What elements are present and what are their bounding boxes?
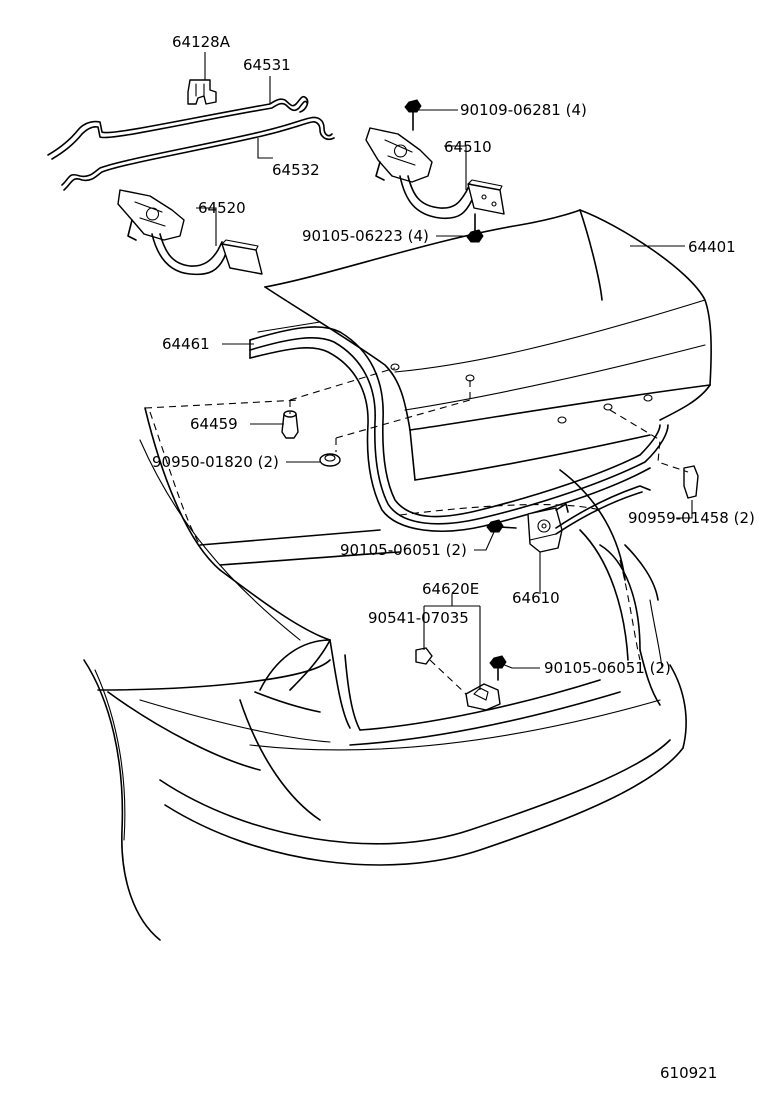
label-90105-06051-lower: 90105-06051 (2)	[544, 659, 671, 677]
label-64459: 64459	[190, 415, 238, 433]
clip-icon	[187, 79, 217, 105]
label-64401: 64401	[688, 238, 736, 256]
label-64461: 64461	[162, 335, 210, 353]
label-64620E: 64620E	[422, 580, 479, 598]
label-64532: 64532	[272, 161, 320, 179]
label-90105-06223: 90105-06223 (4)	[302, 227, 429, 245]
diagram-id: 610921	[660, 1064, 717, 1082]
cushion-icon	[281, 410, 699, 499]
label-64128A: 64128A	[172, 33, 231, 51]
striker-icon	[465, 683, 501, 711]
label-leaders	[196, 52, 693, 690]
weatherstrip-icon	[249, 321, 669, 532]
luggage-lid-icon	[264, 209, 712, 481]
label-64510: 64510	[444, 138, 492, 156]
dashed-leader-lines	[289, 367, 689, 695]
hinge-icon	[365, 127, 505, 220]
label-90541-07035: 90541-07035	[368, 609, 469, 627]
label-64610: 64610	[512, 589, 560, 607]
label-64520: 64520	[198, 199, 246, 217]
torsion-bar-icon	[47, 79, 335, 191]
label-64531: 64531	[243, 56, 291, 74]
part-number-labels: 64128A 64531 64532 90109-06281 (4) 64510…	[152, 33, 755, 1082]
hinge-icon	[117, 189, 263, 276]
bolt-icon	[404, 99, 517, 681]
label-90105-06051-upper: 90105-06051 (2)	[340, 541, 467, 559]
lid-lock-icon	[527, 485, 651, 553]
label-90959-01458: 90959-01458 (2)	[628, 509, 755, 527]
car-body-icon	[83, 399, 687, 941]
label-90109-06281: 90109-06281 (4)	[460, 101, 587, 119]
label-90950-01820: 90950-01820 (2)	[152, 453, 279, 471]
